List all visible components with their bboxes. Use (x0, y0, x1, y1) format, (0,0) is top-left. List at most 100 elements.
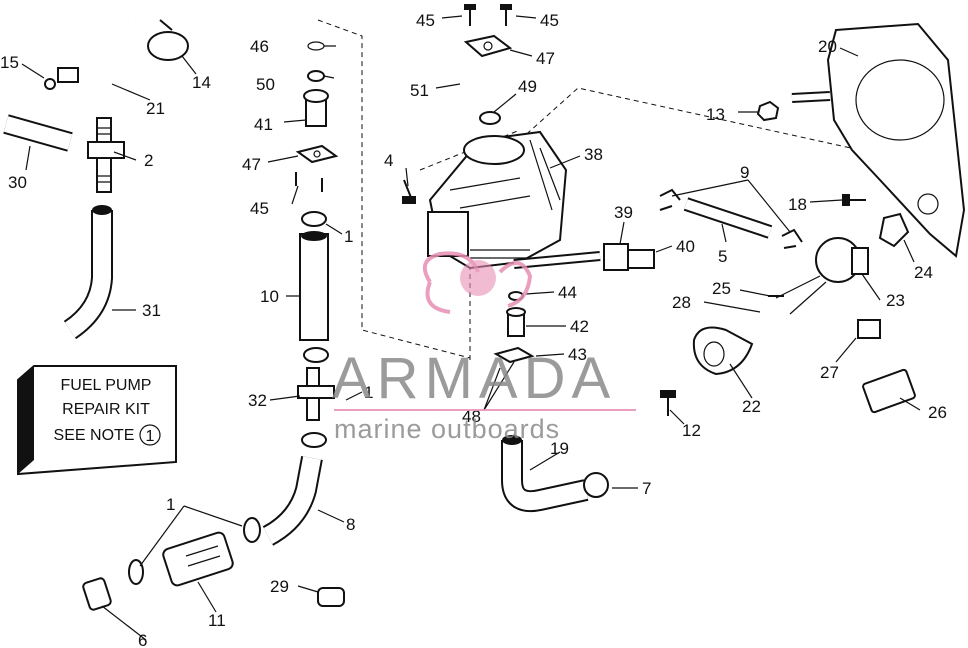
tee-fitting-32 (297, 367, 335, 421)
cap-6 (82, 577, 112, 611)
bracket-20 (791, 22, 966, 258)
connector-27 (857, 319, 881, 339)
callout-38: 38 (584, 145, 603, 164)
elbow-51 (462, 73, 489, 92)
callout-5: 5 (718, 247, 727, 266)
callout-44: 44 (558, 283, 577, 302)
callout-12: 12 (682, 421, 701, 440)
screws-45-top (464, 4, 512, 26)
callout-48: 48 (462, 407, 481, 426)
clamp-1-top (301, 211, 327, 227)
oring-49 (479, 111, 501, 125)
callout-8: 8 (346, 515, 355, 534)
callout-19: 19 (550, 439, 569, 458)
repair-kit-note-number: 1 (146, 428, 155, 445)
callout-45-top-left: 45 (416, 11, 435, 30)
callout-20: 20 (818, 37, 837, 56)
callout-47-left: 47 (242, 155, 261, 174)
callout-1-mid: 1 (364, 383, 373, 402)
clamp-1-mid (303, 347, 329, 363)
callout-4: 4 (384, 151, 393, 170)
gasket-47 (295, 144, 339, 164)
callout-49: 49 (518, 77, 537, 96)
callout-39: 39 (614, 203, 633, 222)
oring-50 (307, 70, 325, 82)
tube-30 (3, 114, 73, 152)
armada-logo-mark (422, 251, 533, 314)
callout-1-top: 1 (344, 227, 353, 246)
clamp-14 (147, 19, 189, 61)
callout-29: 29 (270, 577, 289, 596)
watermark-brand: ARMADA (332, 346, 616, 411)
assembly-guide-lines (317, 19, 861, 360)
fuel-pump-38 (427, 130, 568, 270)
callout-32: 32 (248, 391, 267, 410)
gasket-43 (493, 346, 535, 364)
screw-12 (660, 390, 676, 416)
repair-kit-line1: FUEL PUMP (61, 377, 152, 394)
screws-45-left (295, 172, 323, 192)
callout-23: 23 (886, 291, 905, 310)
watermark-tagline: marine outboards (334, 414, 560, 444)
callout-50: 50 (256, 75, 275, 94)
callout-51: 51 (410, 81, 429, 100)
callout-6: 6 (138, 631, 147, 648)
repair-kit-line2: REPAIR KIT (62, 401, 150, 418)
gasket-47-top (463, 34, 513, 58)
fuel-filter-11 (162, 531, 234, 587)
callout-2: 2 (144, 151, 153, 170)
hose-8 (262, 455, 323, 546)
callout-46: 46 (250, 37, 269, 56)
callout-45-left: 45 (250, 199, 269, 218)
callout-10: 10 (260, 287, 279, 306)
clamp-1-filter (128, 559, 144, 585)
screw-4 (402, 179, 416, 204)
clips-9 (659, 188, 803, 249)
hose-31 (63, 205, 113, 340)
callout-43: 43 (568, 345, 587, 364)
callout-31: 31 (142, 301, 161, 320)
callout-27: 27 (820, 363, 839, 382)
callout-18: 18 (788, 195, 807, 214)
hose-10 (299, 231, 329, 341)
armada-watermark: ARMADA marine outboards (332, 251, 636, 444)
gasket-24 (878, 212, 910, 248)
callout-30: 30 (8, 173, 27, 192)
clamp-7 (583, 472, 609, 498)
callout-21: 21 (146, 99, 165, 118)
hose-19 (501, 435, 589, 512)
callout-7: 7 (642, 479, 651, 498)
callout-25: 25 (712, 279, 731, 298)
gasket-22 (692, 326, 754, 376)
callout-26: 26 (928, 403, 947, 422)
tube-5 (683, 197, 773, 239)
callout-28: 28 (672, 293, 691, 312)
callout-40: 40 (676, 237, 695, 256)
hose-21 (96, 16, 137, 96)
callout-labels: 45 45 47 46 15 14 21 50 51 49 20 13 41 2… (0, 11, 947, 648)
connector-26 (862, 368, 916, 414)
callout-41: 41 (254, 115, 273, 134)
callout-22: 22 (742, 397, 761, 416)
fitting-41 (303, 89, 329, 127)
repair-kit-box: FUEL PUMP REPAIR KIT SEE NOTE 1 (17, 365, 177, 476)
fitting-15 (44, 67, 79, 90)
callout-13: 13 (706, 105, 725, 124)
callout-45-top-right: 45 (540, 11, 559, 30)
callout-15: 15 (0, 53, 19, 72)
screw-18 (842, 194, 866, 206)
clamp-1-bottom (243, 517, 261, 543)
callout-1-bottom: 1 (166, 495, 175, 514)
callout-42: 42 (570, 317, 589, 336)
callout-14: 14 (192, 73, 211, 92)
callout-9: 9 (740, 163, 749, 182)
cap-29 (317, 587, 345, 607)
fitting-42 (506, 307, 526, 337)
gasket-46 (307, 41, 325, 51)
hose-39-40 (513, 243, 655, 271)
clamp-1-low (301, 432, 327, 448)
nut-13 (756, 100, 780, 122)
callout-24: 24 (914, 263, 933, 282)
leader-lines (21, 15, 921, 641)
